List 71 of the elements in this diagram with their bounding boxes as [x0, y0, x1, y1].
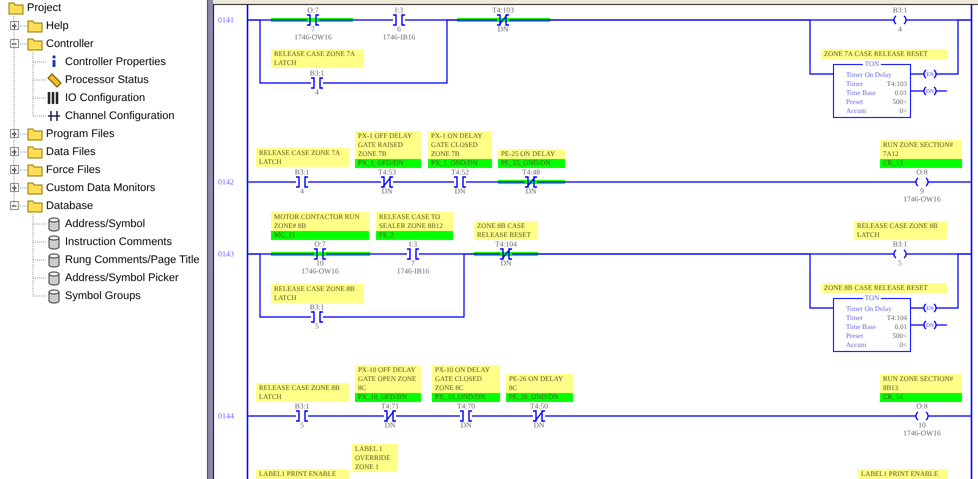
ladder-wire [537, 181, 916, 183]
contact-symbol [313, 248, 327, 260]
tree-item-label: IO Configuration [65, 91, 146, 106]
tree-item-label: Address/Symbol [65, 217, 146, 232]
ladder-wire [323, 19, 497, 84]
tree-item-label: Controller Properties [65, 55, 166, 70]
ladder-wire [936, 19, 971, 75]
rung-number: 0141 [218, 16, 234, 24]
ladder-wire [911, 90, 924, 92]
ladder-wire [319, 19, 393, 21]
ladder-wire [323, 253, 500, 318]
contact-symbol [295, 410, 309, 422]
ladder-wire [396, 415, 460, 417]
tree-item-label: Channel Configuration [65, 109, 174, 124]
ladder-wire [248, 253, 311, 318]
contact-symbol [406, 248, 420, 260]
tree-item-label: Force Files [46, 163, 100, 178]
tree-item-label: Program Files [46, 127, 114, 142]
tree-item-label: Help [46, 19, 69, 34]
contact-symbol [453, 176, 467, 188]
normally-closed-contact-symbol [380, 176, 394, 188]
contact-symbol [306, 14, 320, 26]
coil-symbol [893, 249, 907, 259]
coil-symbol [915, 411, 929, 421]
contact-symbol [392, 14, 406, 26]
ladder-wire [545, 415, 916, 417]
contact-symbol [459, 410, 473, 422]
ladder-wire [911, 324, 924, 326]
ladder-wire [936, 90, 947, 92]
ladder-wire [393, 181, 454, 183]
normally-closed-contact-symbol [524, 176, 538, 188]
tree-item-label: Custom Data Monitors [46, 181, 156, 196]
ladder-wire [308, 415, 384, 417]
ladder-wire [308, 181, 381, 183]
contact-symbol [295, 176, 309, 188]
rung-number: 0143 [218, 250, 234, 258]
ladder-wire [928, 415, 971, 417]
ladder-wire [248, 415, 296, 417]
ladder-wire [248, 19, 311, 84]
ladder-wire [509, 19, 833, 75]
tree-item-label: Address/Symbol Picker [65, 271, 179, 286]
normally-closed-contact-symbol [383, 410, 397, 422]
ladder-wire [466, 181, 525, 183]
tree-item-label: Rung Comments/Page Title [65, 253, 200, 268]
contact-symbol [310, 311, 324, 323]
tree-line [32, 214, 46, 296]
normally-closed-contact-symbol [496, 14, 510, 26]
ladder-wire [911, 307, 924, 309]
normally-closed-contact-symbol [532, 410, 546, 422]
ladder-wire [472, 415, 533, 417]
ladder-wire [936, 324, 947, 326]
ladder-wire [512, 253, 833, 309]
contact-symbol [310, 77, 324, 89]
ladder-wire [326, 253, 407, 255]
tree-item-label: Symbol Groups [65, 289, 141, 304]
coil-symbol [893, 15, 907, 25]
normally-closed-contact-symbol [499, 248, 513, 260]
ladder-wire [911, 73, 924, 75]
rung-number: 0144 [218, 412, 234, 420]
tree-item-label: Processor Status [65, 73, 149, 88]
tree-line [32, 52, 46, 116]
rung-number: 0142 [218, 178, 234, 186]
tree-item-label: Instruction Comments [65, 235, 172, 250]
tree-item-label: Controller [46, 37, 94, 52]
tree-item-label: Project [27, 1, 62, 16]
tree-item-label: Data Files [46, 145, 96, 160]
tree-item-label: Database [46, 199, 94, 214]
coil-symbol [915, 177, 929, 187]
ladder-wire [928, 181, 971, 183]
ladder-wire [248, 181, 296, 183]
ladder-wire [936, 253, 971, 309]
